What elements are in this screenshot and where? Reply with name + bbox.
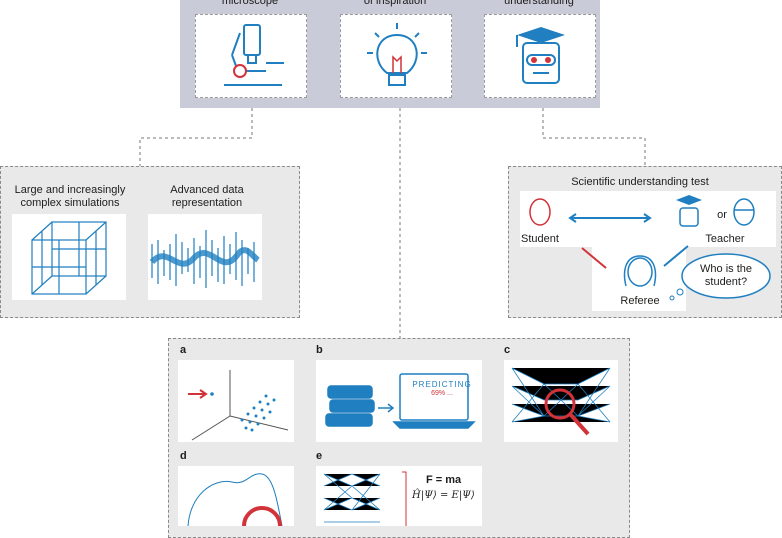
student-label: Student bbox=[521, 233, 559, 245]
data-plot-card bbox=[148, 214, 262, 300]
lightbulb-card bbox=[340, 14, 452, 98]
wave-surface-icon bbox=[149, 230, 260, 288]
card-a bbox=[178, 360, 294, 442]
or-label: or bbox=[717, 209, 727, 221]
panel-letter-b: b bbox=[316, 344, 323, 356]
cubic-lattice-icon bbox=[31, 221, 107, 295]
card-d bbox=[178, 466, 294, 526]
scatter-axes-icon bbox=[188, 370, 289, 441]
card-c bbox=[504, 360, 618, 442]
network-to-equations-icon bbox=[323, 471, 407, 526]
neural-network-magnifier-icon bbox=[511, 367, 611, 436]
human-teacher-icon bbox=[733, 198, 755, 226]
panel-letter-e: e bbox=[316, 450, 323, 462]
speech-bubble bbox=[681, 253, 771, 299]
screen-value: 69% ... bbox=[431, 390, 453, 397]
equation-schrodinger: Ĥ|Ψ⟩ = E|Ψ⟩ bbox=[412, 490, 475, 501]
screen-title: PREDICTING bbox=[412, 380, 472, 389]
simulations-label: Large and increasingly complex simulatio… bbox=[14, 184, 126, 209]
panel-letter-a: a bbox=[180, 344, 187, 356]
student-face-icon bbox=[529, 198, 551, 226]
microscope-label: microscope bbox=[221, 0, 279, 7]
panel-letter-d: d bbox=[180, 450, 187, 462]
connector-lines bbox=[139, 108, 646, 338]
lattice-card bbox=[12, 214, 126, 300]
test-illustration bbox=[529, 195, 771, 301]
microscope-card bbox=[195, 14, 307, 98]
robot-card bbox=[484, 14, 596, 98]
inspiration-label: of inspiration bbox=[363, 0, 427, 7]
referee-face-icon bbox=[627, 257, 653, 287]
lightbulb-icon bbox=[367, 23, 427, 86]
landscape-magnifier-icon bbox=[187, 473, 283, 526]
robot-graduate-icon bbox=[516, 27, 565, 84]
teacher-referee-arrow bbox=[663, 245, 689, 267]
books-to-laptop-icon bbox=[325, 373, 476, 429]
panel-letter-c: c bbox=[504, 344, 511, 356]
card-b bbox=[316, 360, 482, 442]
card-e bbox=[316, 466, 482, 526]
equation-newton: F = ma bbox=[426, 474, 462, 486]
bubble-text: Who is the student? bbox=[700, 263, 752, 288]
teacher-label: Teacher bbox=[705, 233, 745, 245]
data-representation-label: Advanced data representation bbox=[170, 184, 244, 209]
robot-teacher-icon bbox=[679, 207, 699, 227]
referee-label: Referee bbox=[620, 295, 660, 307]
student-referee-arrow bbox=[581, 247, 607, 269]
understanding-label: understanding bbox=[504, 0, 574, 7]
understanding-test-title: Scientific understanding test bbox=[571, 176, 709, 188]
microscope-icon bbox=[224, 24, 284, 86]
